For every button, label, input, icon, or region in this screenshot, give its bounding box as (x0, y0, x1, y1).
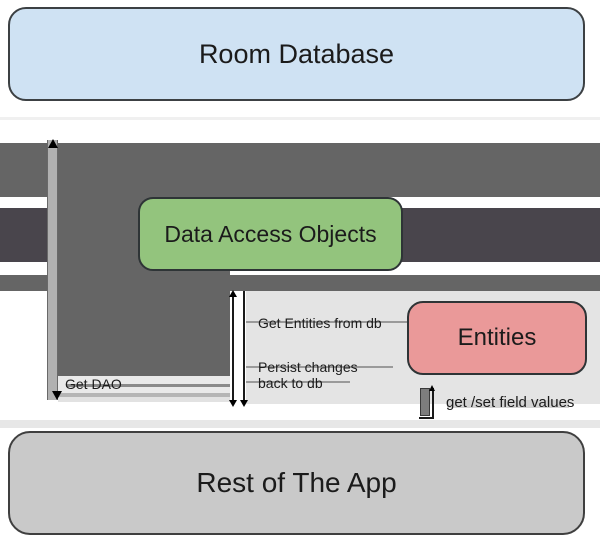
get-set-label-stripe (447, 400, 569, 408)
dao-app-arrow-up (232, 294, 234, 404)
get-set-arrow-foot (419, 417, 434, 419)
artifact-stripe-block (58, 397, 230, 402)
persist-label-line1: Persist changes (258, 359, 358, 375)
data-access-objects-label: Data Access Objects (164, 220, 377, 247)
dao-app-arrowhead-down-icon (229, 400, 237, 407)
room-database-node: Room Database (8, 7, 585, 101)
data-access-objects-node: Data Access Objects (138, 197, 403, 271)
rest-of-app-node: Rest of The App (8, 431, 585, 535)
get-entities-arrow-shaft (246, 321, 407, 323)
arrow-block-bottom-stripe (58, 393, 230, 397)
get-set-label: get /set field values (446, 394, 575, 411)
get-set-arrowhead-up-icon (429, 385, 435, 391)
get-dao-arrowhead-up-icon (48, 139, 58, 148)
dao-app-arrow-down (243, 291, 245, 402)
get-set-arrow-bar (420, 388, 430, 416)
get-dao-arrow (47, 140, 58, 400)
get-set-arrow-line (432, 388, 434, 418)
persist-arrow-shaft-1 (246, 366, 393, 368)
persist-label-line2: back to db (258, 375, 323, 391)
get-dao-arrow-shaft (66, 384, 230, 387)
get-dao-label: Get DAO (65, 376, 122, 392)
artifact-stripe-bottom (0, 420, 600, 428)
get-entities-label: Get Entities from db (258, 315, 382, 331)
entities-node: Entities (407, 301, 587, 375)
artifact-stripe-top (0, 117, 600, 120)
entities-label: Entities (457, 324, 537, 351)
get-dao-arrowhead-down-icon (52, 391, 62, 400)
persist-arrow-shaft-2 (246, 381, 350, 383)
room-database-label: Room Database (198, 38, 395, 69)
rest-of-app-label: Rest of The App (196, 467, 397, 498)
dao-app-arrowhead-down2-icon (240, 400, 248, 407)
dao-app-arrowhead-up-icon (229, 290, 237, 297)
